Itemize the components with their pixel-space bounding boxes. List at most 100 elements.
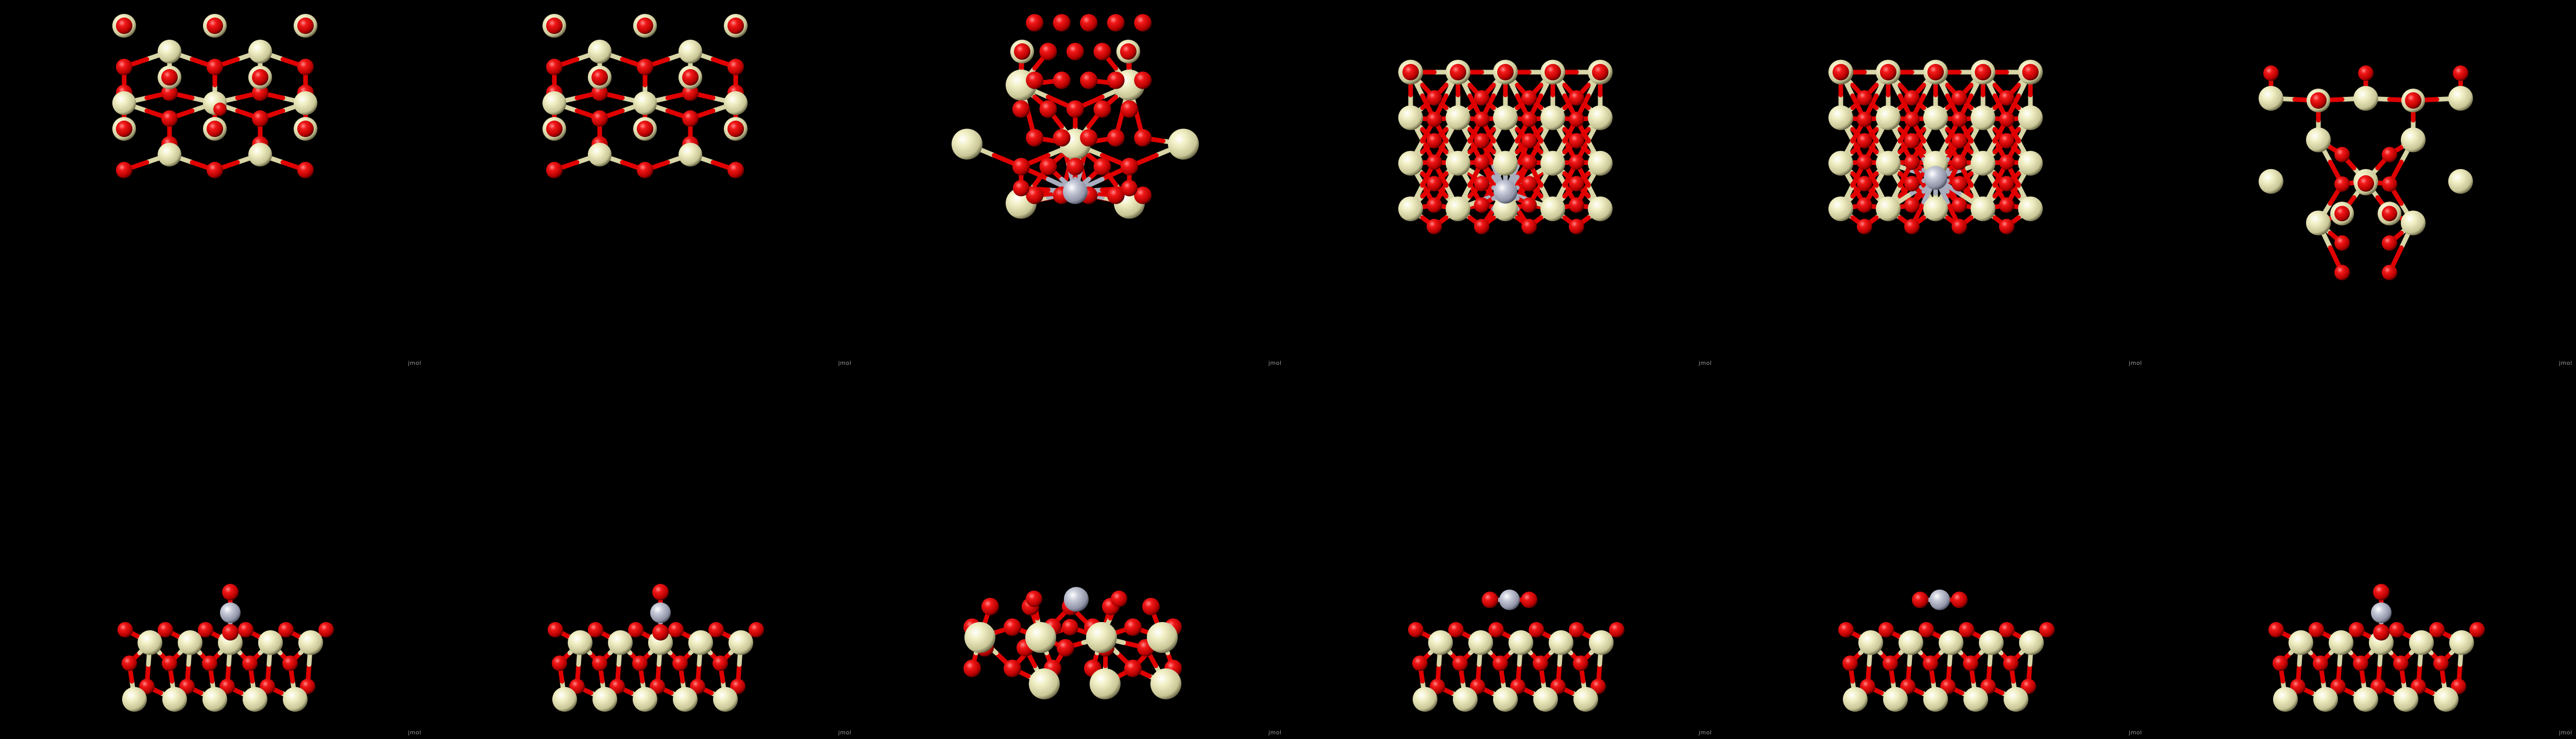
cerium-atom <box>1540 105 1565 130</box>
cerium-atom <box>2019 630 2044 655</box>
oxygen-atom <box>2451 679 2466 694</box>
oxygen-atom <box>569 679 585 694</box>
oxygen-atom <box>297 18 314 34</box>
jmol-watermark: jmol <box>1699 729 1712 736</box>
oxygen-atom <box>1080 129 1098 147</box>
cerium-atom <box>1540 150 1565 176</box>
oxygen-atom <box>682 85 699 101</box>
cerium-atom <box>1398 105 1423 130</box>
oxygen-atom <box>727 59 744 75</box>
oxygen-atom <box>682 110 699 127</box>
cerium-atom <box>1493 196 1518 222</box>
oxygen-atom <box>1474 90 1489 106</box>
oxygen-atom <box>682 69 699 86</box>
cerium-atom <box>608 630 633 655</box>
oxygen-atom <box>1521 90 1537 106</box>
oxygen-atom <box>1039 100 1057 118</box>
oxygen-atom <box>2382 206 2397 222</box>
oxygen-atom <box>1012 100 1030 118</box>
cerium-atom <box>1588 105 1613 130</box>
oxygen-atom <box>637 121 653 137</box>
cerium-atom <box>952 128 982 160</box>
oxygen-atom <box>2313 656 2328 671</box>
cerium-atom <box>2401 127 2426 153</box>
oxygen-atom <box>117 622 133 637</box>
oxygen-atom <box>2469 622 2485 637</box>
oxygen-atom <box>1120 43 1137 60</box>
oxygen-atom <box>238 622 253 637</box>
oxygen-atom <box>1093 100 1111 118</box>
cerium-atom <box>1025 622 1056 653</box>
oxygen-atom <box>1107 129 1125 147</box>
oxygen-atom <box>652 584 669 600</box>
jmol-watermark: jmol <box>2129 729 2142 736</box>
cerium-atom <box>1147 622 1178 653</box>
oxygen-atom <box>1592 64 1608 80</box>
oxygen-atom <box>1569 622 1584 637</box>
oxygen-atom <box>282 656 298 671</box>
oxygen-atom <box>1121 158 1138 176</box>
cerium-atom <box>1150 668 1181 699</box>
oxygen-atom <box>546 59 563 75</box>
side-view-panel-5-svg <box>1838 590 2055 712</box>
oxygen-atom <box>609 679 625 694</box>
oxygen-atom <box>1999 154 2014 170</box>
top-view-panel-1: jmol <box>0 0 430 370</box>
cerium-atom <box>1979 630 2004 655</box>
cerium-atom <box>1923 105 1948 130</box>
oxygen-atom <box>1474 111 1489 127</box>
cerium-atom <box>964 622 995 653</box>
oxygen-atom <box>116 18 132 34</box>
cerium-atom <box>679 40 702 63</box>
oxygen-atom <box>2393 656 2409 671</box>
cerium-atom <box>2329 630 2353 655</box>
cerium-atom <box>1588 196 1613 222</box>
oxygen-atom <box>1838 622 1854 637</box>
cerium-atom <box>1923 196 1948 222</box>
oxygen-atom <box>1904 90 1920 106</box>
cerium-atom <box>1168 128 1199 160</box>
atoms <box>1838 590 2055 712</box>
oxygen-atom <box>1904 111 1920 127</box>
oxygen-atom <box>1860 679 1875 694</box>
oxygen-atom <box>2022 64 2039 80</box>
atoms <box>117 584 334 712</box>
oxygen-atom <box>1026 71 1044 89</box>
atoms <box>1408 590 1624 712</box>
jmol-watermark: jmol <box>2129 360 2142 366</box>
cerium-atom <box>724 91 748 115</box>
oxygen-atom <box>1951 592 1968 608</box>
oxygen-atom <box>1482 592 1498 608</box>
atoms <box>963 587 1182 699</box>
oxygen-atom <box>1883 656 1898 671</box>
oxygen-atom <box>2310 92 2327 109</box>
oxygen-atom <box>2349 622 2364 637</box>
cerium-atom <box>713 687 738 712</box>
cerium-atom <box>1446 105 1470 130</box>
oxygen-atom <box>1093 43 1111 60</box>
oxygen-atom <box>1452 656 1468 671</box>
oxygen-atom <box>963 660 981 677</box>
oxygen-atom <box>318 622 334 637</box>
oxygen-atom <box>1012 158 1030 176</box>
oxygen-atom <box>1999 133 2014 149</box>
oxygen-atom <box>1053 71 1071 89</box>
oxygen-atom <box>1573 656 1588 671</box>
oxygen-atom <box>207 18 223 34</box>
cerium-atom <box>568 630 592 655</box>
oxygen-atom <box>1923 656 1938 671</box>
cerium-atom <box>1971 196 1995 222</box>
cerium-atom <box>2448 169 2473 194</box>
oxygen-atom <box>632 656 648 671</box>
oxygen-atom <box>222 624 239 641</box>
side-view-panel-2: jmol <box>430 370 860 739</box>
cerium-atom <box>543 91 566 115</box>
oxygen-atom <box>1533 656 1548 671</box>
oxygen-atom <box>222 584 239 600</box>
jmol-watermark: jmol <box>2559 360 2572 366</box>
oxygen-atom <box>1857 90 1872 106</box>
oxygen-atom <box>1952 176 1967 192</box>
cerium-atom <box>1493 105 1518 130</box>
oxygen-atom <box>1521 111 1537 127</box>
oxygen-atom <box>1999 176 2014 192</box>
